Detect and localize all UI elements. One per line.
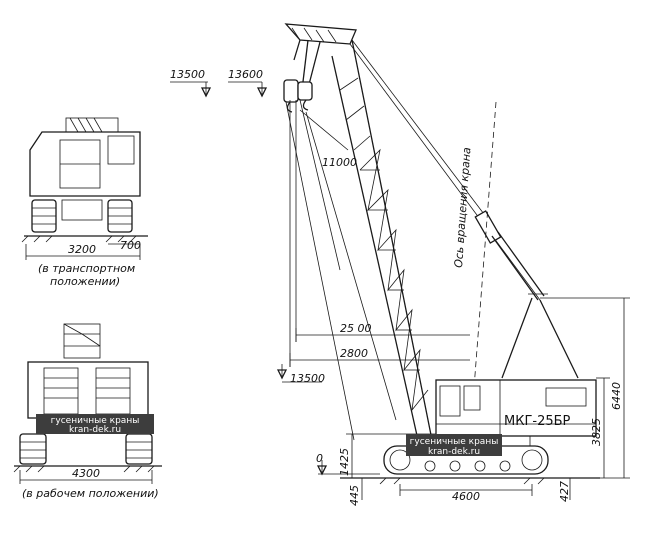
dim-700: 700 <box>120 239 141 252</box>
transport-body <box>29 131 141 197</box>
dim-3825: 3825 <box>590 418 603 446</box>
working-view: 4300 (в рабочем положении) гусеничные кр… <box>13 323 162 500</box>
watermark-left-line1: гусеничные краны <box>51 416 140 426</box>
dim-4600: 4600 <box>452 490 480 503</box>
machine-body: МКГ-25БР <box>435 379 597 437</box>
dim-13500-bottom: 13500 <box>290 372 325 385</box>
dim-3200: 3200 <box>68 243 96 256</box>
dim-2500: 25 00 <box>340 322 372 335</box>
dim-13500-top: 13500 <box>170 68 205 81</box>
dim-6440: 6440 <box>610 382 623 410</box>
dim-11000: 11000 <box>322 156 357 169</box>
pendant-link <box>474 210 502 244</box>
jib-head <box>284 23 357 45</box>
axis-label: Ось вращения крана <box>452 147 473 269</box>
watermark-right-line1: гусеничные краны <box>410 437 499 447</box>
dim-4300: 4300 <box>72 467 100 480</box>
dim-13600-top: 13600 <box>228 68 263 81</box>
side-view: 13500 13600 <box>170 23 630 506</box>
watermark-right-line2: kran-dek.ru <box>428 447 480 457</box>
transport-view: 3200 700 (в транспортном положении) <box>21 117 148 288</box>
crane-boom <box>331 39 433 441</box>
working-boom-stub <box>63 323 101 359</box>
caption-working: (в рабочем положении) <box>22 487 159 500</box>
hook-block <box>283 79 313 113</box>
caption-transport-line2: положении) <box>50 275 120 288</box>
watermark-left-line2: kran-dek.ru <box>69 425 121 435</box>
dim-2800: 2800 <box>340 347 368 360</box>
machine-housing <box>435 379 597 437</box>
dim-427: 427 <box>558 481 571 502</box>
caption-transport-line1: (в транспортном <box>38 262 135 275</box>
watermark-left <box>36 414 154 434</box>
dim-445: 445 <box>348 485 361 506</box>
working-left-track <box>19 433 47 465</box>
dim-zero: 0 <box>316 452 323 465</box>
watermark-right <box>406 434 502 456</box>
model-label: МКГ-25БР <box>504 414 571 429</box>
working-right-track <box>125 433 153 465</box>
dim-1425: 1425 <box>338 448 351 476</box>
